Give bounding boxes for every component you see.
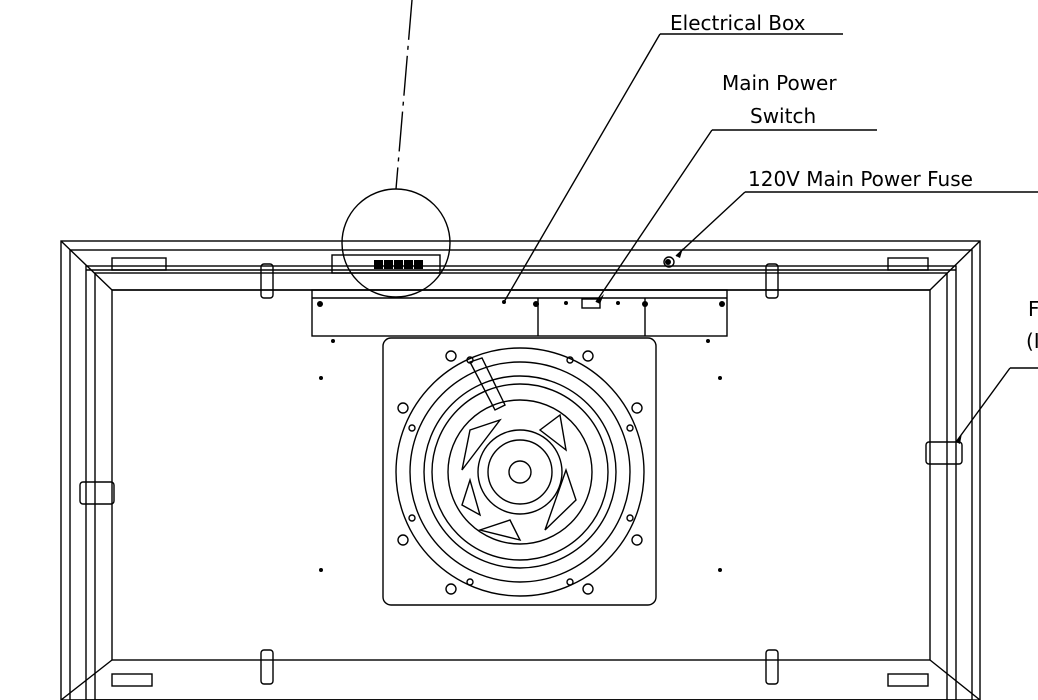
terminal-strip	[331, 254, 441, 274]
detail-circle	[341, 188, 451, 298]
frame-inner-1	[69, 249, 973, 700]
corner-plate-br	[887, 673, 929, 687]
fan-ring-outer	[395, 347, 645, 597]
hinge-top-right	[765, 263, 779, 299]
latch-left	[79, 481, 115, 505]
fan-hub	[477, 429, 563, 515]
corner-plate-tl	[111, 257, 167, 271]
electrical-box	[311, 289, 728, 337]
fan-housing	[382, 337, 657, 606]
label-right-line1: F	[1028, 297, 1038, 321]
label-main-power-switch-line2: Switch	[750, 104, 817, 128]
frame-inner-3	[94, 272, 948, 700]
frame-inner-2	[85, 265, 957, 700]
frame-outer	[60, 240, 981, 700]
hinge-bottom-left	[260, 649, 274, 685]
latch-right	[925, 441, 963, 465]
label-main-power-switch-line1: Main Power	[722, 71, 837, 95]
corner-plate-tr	[887, 257, 929, 271]
label-right-line2: (I	[1026, 329, 1038, 353]
fuse-holder	[663, 256, 675, 268]
label-electrical-box: Electrical Box	[670, 11, 806, 35]
hinge-bottom-right	[765, 649, 779, 685]
hinge-top-left	[260, 263, 274, 299]
label-main-power-fuse: 120V Main Power Fuse	[748, 167, 973, 191]
corner-plate-bl	[111, 673, 153, 687]
